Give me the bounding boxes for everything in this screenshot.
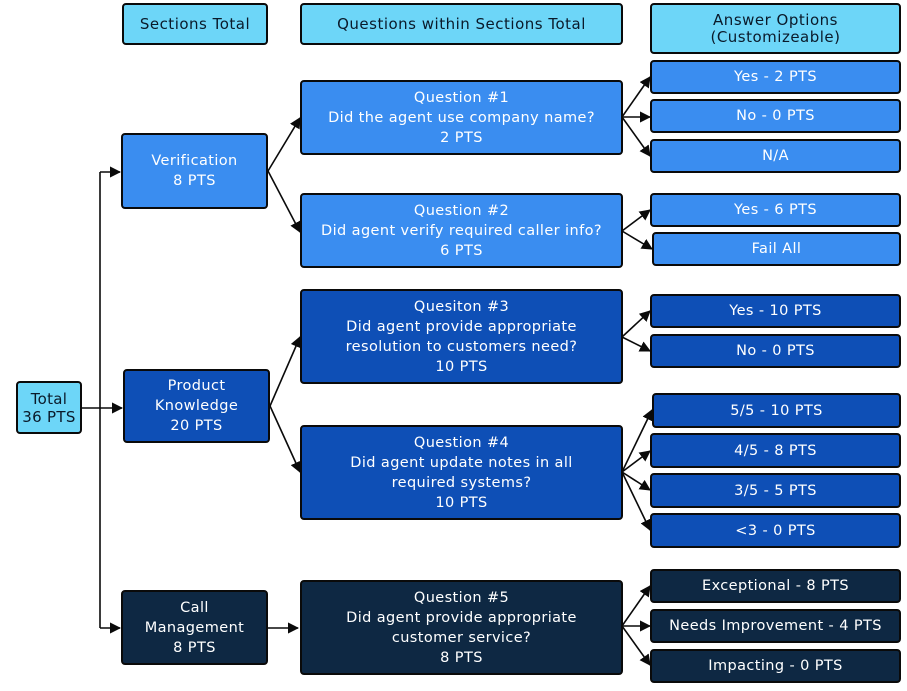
answer-q4-less-than-3: <3 - 0 PTS	[650, 513, 901, 548]
section-product-knowledge: Product Knowledge 20 PTS	[123, 369, 270, 443]
total-box: Total 36 PTS	[16, 381, 82, 434]
answer-q1-no: No - 0 PTS	[650, 99, 901, 133]
answer-q2-fail-all: Fail All	[652, 232, 901, 266]
answer-q5-exceptional: Exceptional - 8 PTS	[650, 569, 901, 603]
answer-q3-yes: Yes - 10 PTS	[650, 294, 901, 328]
answer-q5-impacting: Impacting - 0 PTS	[650, 649, 901, 683]
question-5: Question #5 Did agent provide appropriat…	[300, 580, 623, 675]
question-3: Quesiton #3 Did agent provide appropriat…	[300, 289, 623, 384]
answer-q4-4of5: 4/5 - 8 PTS	[650, 433, 901, 468]
question-4: Question #4 Did agent update notes in al…	[300, 425, 623, 520]
answer-q5-needs-improvement: Needs Improvement - 4 PTS	[650, 609, 901, 643]
answer-q1-yes: Yes - 2 PTS	[650, 60, 901, 94]
answer-q3-no: No - 0 PTS	[650, 334, 901, 368]
answer-q4-3of5: 3/5 - 5 PTS	[650, 473, 901, 508]
question-1: Question #1 Did the agent use company na…	[300, 80, 623, 155]
header-answer-options: Answer Options (Customizeable)	[650, 3, 901, 54]
section-call-management: Call Management 8 PTS	[121, 590, 268, 665]
answer-q2-yes: Yes - 6 PTS	[650, 193, 901, 227]
answer-q1-na: N/A	[650, 139, 901, 173]
header-questions-total: Questions within Sections Total	[300, 3, 623, 45]
header-sections-total: Sections Total	[122, 3, 268, 45]
answer-q4-5of5: 5/5 - 10 PTS	[652, 393, 901, 428]
section-verification: Verification 8 PTS	[121, 133, 268, 209]
question-2: Question #2 Did agent verify required ca…	[300, 193, 623, 268]
